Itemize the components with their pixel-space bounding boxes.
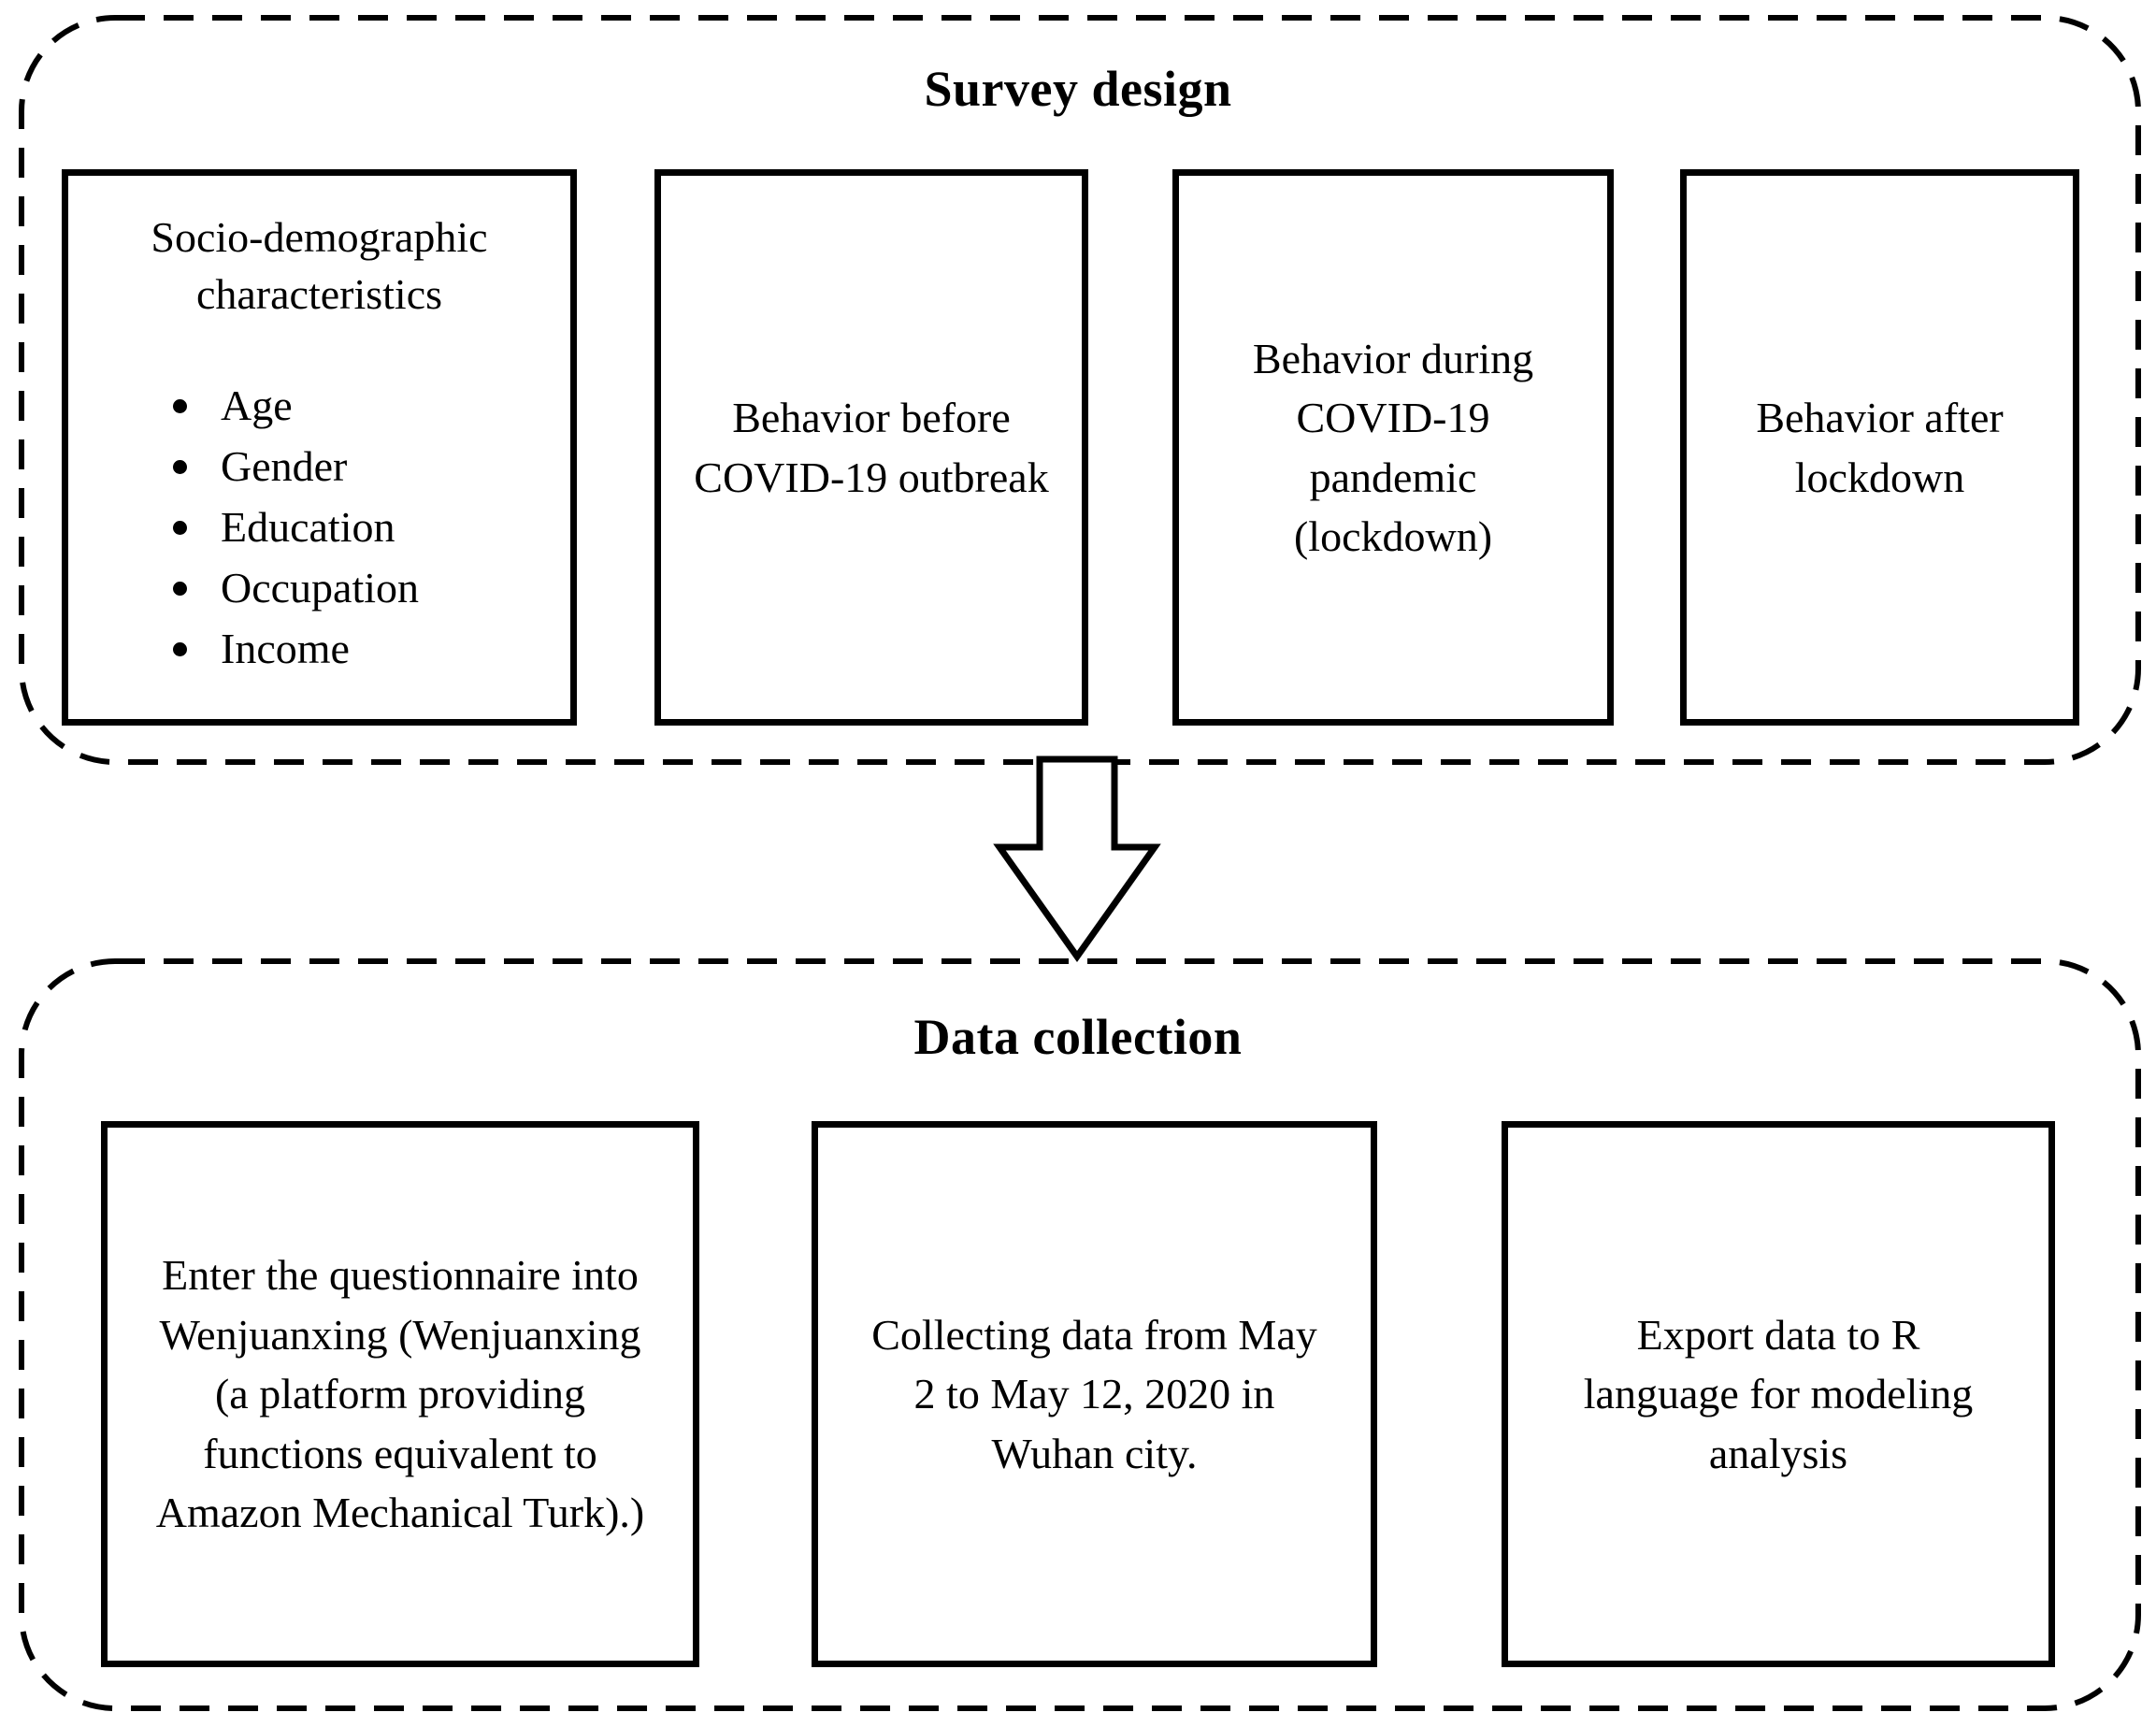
bullet-item-income: Income <box>173 618 570 679</box>
survey-design-title: Survey design <box>924 61 1232 117</box>
down-block-arrow-icon <box>993 756 1161 963</box>
box-behavior-during-text: Behavior during COVID-19 pandemic (lockd… <box>1252 334 1534 560</box>
box-behavior-before: Behavior before COVID-19 outbreak <box>654 169 1088 726</box>
box-behavior-during: Behavior during COVID-19 pandemic (lockd… <box>1172 169 1614 726</box>
data-collection-title: Data collection <box>913 1009 1243 1065</box>
bullet-item-age: Age <box>173 375 570 436</box>
bullet-item-education: Education <box>173 497 570 557</box>
box-enter-questionnaire-text: Enter the questionnaire into Wenjuanxing… <box>155 1251 645 1537</box>
sociodemographic-heading: Socio-demographic characteristics <box>151 213 488 318</box>
box-export-data: Export data to R language for modeling a… <box>1502 1121 2055 1667</box>
box-behavior-after-text: Behavior after lockdown <box>1756 394 2004 501</box>
box-collecting-data-text: Collecting data from May 2 to May 12, 20… <box>871 1310 1317 1477</box>
bullet-item-gender: Gender <box>173 436 570 497</box>
box-sociodemographic: Socio-demographic characteristics Age Ge… <box>62 169 577 726</box>
box-behavior-after: Behavior after lockdown <box>1680 169 2079 726</box>
box-behavior-before-text: Behavior before COVID-19 outbreak <box>694 394 1049 501</box>
box-export-data-text: Export data to R language for modeling a… <box>1583 1310 1974 1477</box>
box-enter-questionnaire: Enter the questionnaire into Wenjuanxing… <box>101 1121 699 1667</box>
sociodemographic-bullet-list: Age Gender Education Occupation Income <box>68 375 570 679</box>
bullet-item-occupation: Occupation <box>173 557 570 618</box>
box-collecting-data: Collecting data from May 2 to May 12, 20… <box>812 1121 1377 1667</box>
